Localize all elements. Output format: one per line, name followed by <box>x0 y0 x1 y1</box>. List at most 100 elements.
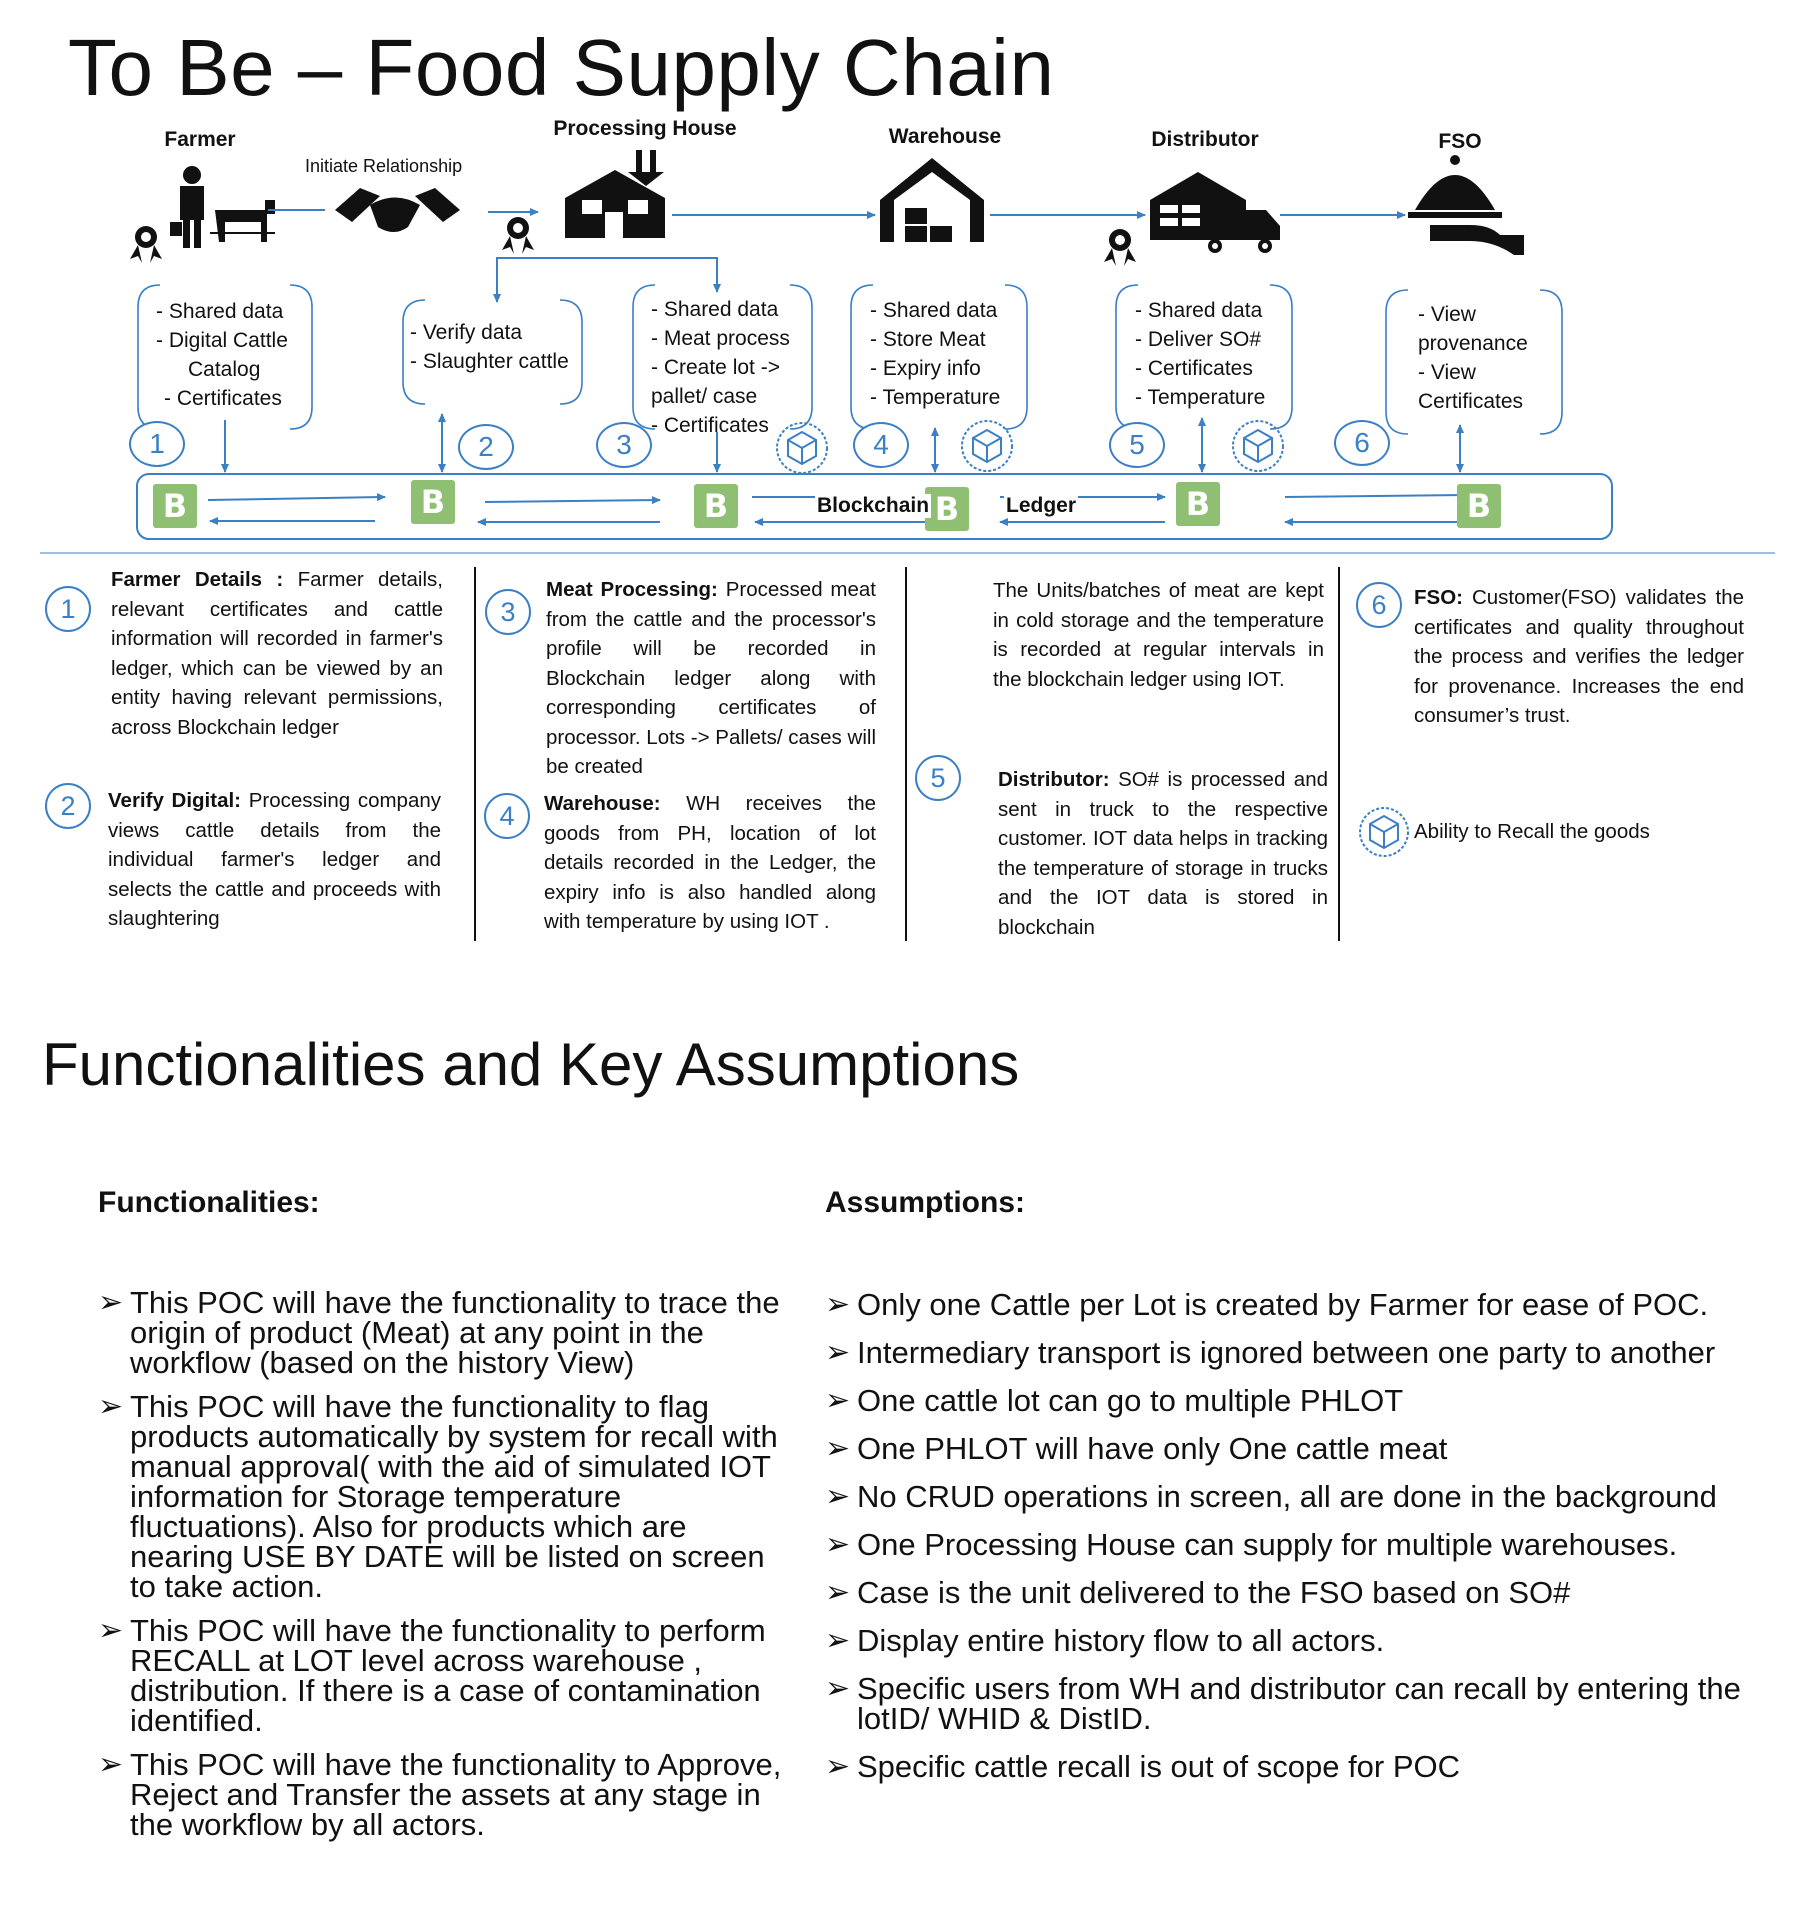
desc-distributor-text: SO# is processed and sent in truck to th… <box>998 768 1328 939</box>
bubble-3-line: - Shared data <box>651 298 779 321</box>
certificate-badge-icon-farmer <box>130 226 162 263</box>
blockchain-icon: B <box>1176 482 1220 526</box>
list-item: ➢Case is the unit delivered to the FSO b… <box>825 1575 1571 1610</box>
desc-number-6: 6 <box>1356 582 1402 628</box>
bubble-1-line: - Certificates <box>164 387 282 410</box>
bubble-6-line: - View <box>1418 303 1476 326</box>
desc-warehouse: Warehouse: WH receives the goods from PH… <box>544 789 876 937</box>
list-item: ➢Intermediary transport is ignored betwe… <box>825 1335 1716 1370</box>
assumptions-list: ➢Only one Cattle per Lot is created by F… <box>825 1288 1755 1800</box>
page-title: To Be – Food Supply Chain <box>68 23 1055 112</box>
supply-chain-diagram <box>40 150 1775 554</box>
certificate-badge-icon-distributor <box>1104 229 1136 266</box>
step-number-1: 1 <box>129 421 185 467</box>
blockchain-icon: B <box>153 484 197 528</box>
bubble-3-line: - Certificates <box>651 414 769 437</box>
functionalities-heading: Functionalities: <box>98 1186 320 1219</box>
recall-cube-icon <box>776 420 1284 474</box>
list-item: ➢No CRUD operations in screen, all are d… <box>825 1479 1717 1514</box>
arrow-bullet-icon: ➢ <box>825 1576 851 1609</box>
desc-distributor: Distributor: SO# is processed and sent i… <box>998 765 1328 942</box>
list-item: ➢Specific cattle recall is out of scope … <box>825 1749 1461 1784</box>
bubble-3: - Shared data - Meat process - Create lo… <box>651 295 790 440</box>
arrow-bullet-icon: ➢ <box>98 1390 124 1423</box>
list-item: ➢This POC will have the functionality to… <box>98 1747 782 1842</box>
desc-meat-processing-text: Processed meat from the cattle and the p… <box>546 578 876 778</box>
farmer-icon <box>170 166 275 248</box>
assumptions-heading: Assumptions: <box>825 1186 1026 1219</box>
list-item: ➢One PHLOT will have only One cattle mea… <box>825 1431 1448 1466</box>
desc-number-1: 1 <box>45 586 91 632</box>
bubble-4-line: - Temperature <box>870 386 1001 409</box>
step-number-3: 3 <box>596 422 652 468</box>
arrow-bullet-icon: ➢ <box>825 1288 851 1321</box>
bubble-4-line: - Expiry info <box>870 357 981 380</box>
bubble-1-line: - Shared data <box>156 300 284 323</box>
blockchain-icon: B <box>1457 484 1501 528</box>
desc-cold-storage: The Units/batches of meat are kept in co… <box>993 579 1324 691</box>
bubble-6-line: provenance <box>1418 332 1528 355</box>
bubble-4-line: - Shared data <box>870 299 998 322</box>
desc-number-4: 4 <box>484 793 530 839</box>
desc-meat-processing: Meat Processing: Processed meat from the… <box>546 575 876 782</box>
bubble-4-line: - Store Meat <box>870 328 986 351</box>
bubble-3-line: - Meat process <box>651 327 790 350</box>
actor-fso-label: FSO <box>1438 130 1482 153</box>
bubble-2-line: - Slaughter cattle <box>410 350 569 373</box>
actor-warehouse-label: Warehouse <box>888 125 1002 148</box>
handshake-icon <box>335 188 460 232</box>
desc-warehouse-text: WH receives the goods from PH, location … <box>544 792 876 933</box>
distributor-truck-icon <box>1150 172 1280 253</box>
arrow-bullet-icon: ➢ <box>825 1528 851 1561</box>
step-number-5: 5 <box>1109 422 1165 468</box>
arrow-bullet-icon: ➢ <box>825 1336 851 1369</box>
desc-number-5: 5 <box>915 755 961 801</box>
desc-verify-text: Processing company views cattle details … <box>108 789 441 930</box>
bubble-6-line: Certificates <box>1418 390 1524 413</box>
arrow-bullet-icon: ➢ <box>98 1748 124 1781</box>
column-divider <box>905 567 907 941</box>
bubble-3-line: - Create lot -> <box>651 356 780 379</box>
bubble-5-line: - Deliver SO# <box>1135 328 1262 351</box>
step-number-6: 6 <box>1334 420 1390 466</box>
desc-meat-processing-title: Meat Processing: <box>546 578 718 601</box>
actor-farmer-label: Farmer <box>164 128 236 151</box>
bubble-6-line: - View <box>1418 361 1476 384</box>
desc-verify: Verify Digital: Processing company views… <box>108 786 441 934</box>
desc-fso-title: FSO: <box>1414 586 1463 609</box>
list-item: ➢Display entire history flow to all acto… <box>825 1623 1385 1658</box>
bubble-3-line: pallet/ case <box>651 385 758 408</box>
bubble-2-line: - Verify data <box>410 321 523 344</box>
list-item: ➢This POC will have the functionality to… <box>98 1285 780 1380</box>
arrow-bullet-icon: ➢ <box>98 1286 124 1319</box>
desc-number-2: 2 <box>45 783 91 829</box>
list-item: ➢One cattle lot can go to multiple PHLOT <box>825 1383 1404 1418</box>
bubble-5-line: - Certificates <box>1135 357 1253 380</box>
arrow-bullet-icon: ➢ <box>98 1614 124 1647</box>
bubble-5: - Shared data - Deliver SO# - Certificat… <box>1135 296 1265 412</box>
recall-label: Ability to Recall the goods <box>1414 820 1650 843</box>
bubble-1: - Shared data - Digital Cattle Catalog -… <box>156 297 288 413</box>
blockchain-icon: B <box>411 480 455 524</box>
warehouse-icon <box>880 158 984 242</box>
bubble-4: - Shared data - Store Meat - Expiry info… <box>870 296 1000 412</box>
actor-distributor-label: Distributor <box>1151 128 1259 151</box>
ledger-label-ledger: Ledger <box>1004 494 1079 518</box>
step-number-2: 2 <box>458 424 514 470</box>
actor-processing-house-label: Processing House <box>553 117 737 140</box>
certificate-badge-icon-processor <box>502 217 534 254</box>
bubble-1-line: Catalog <box>188 358 261 381</box>
step-number-4: 4 <box>853 422 909 468</box>
blockchain-ledger-box <box>136 473 1613 540</box>
desc-warehouse-title: Warehouse: <box>544 792 661 815</box>
desc-farmer: Farmer Details : Farmer details, relevan… <box>111 565 443 742</box>
desc-number-3: 3 <box>485 589 531 635</box>
bubble-1-line: - Digital Cattle <box>156 329 288 352</box>
blockchain-icon: B <box>694 484 738 528</box>
arrow-bullet-icon: ➢ <box>825 1480 851 1513</box>
bubble-6: - View provenance - View Certificates <box>1418 300 1528 416</box>
initiate-relationship-label: Initiate Relationship <box>305 156 463 176</box>
list-item: ➢One Processing House can supply for mul… <box>825 1527 1678 1562</box>
list-item: ➢Specific users from WH and distributor … <box>825 1671 1741 1736</box>
desc-verify-title: Verify Digital: <box>108 789 242 812</box>
